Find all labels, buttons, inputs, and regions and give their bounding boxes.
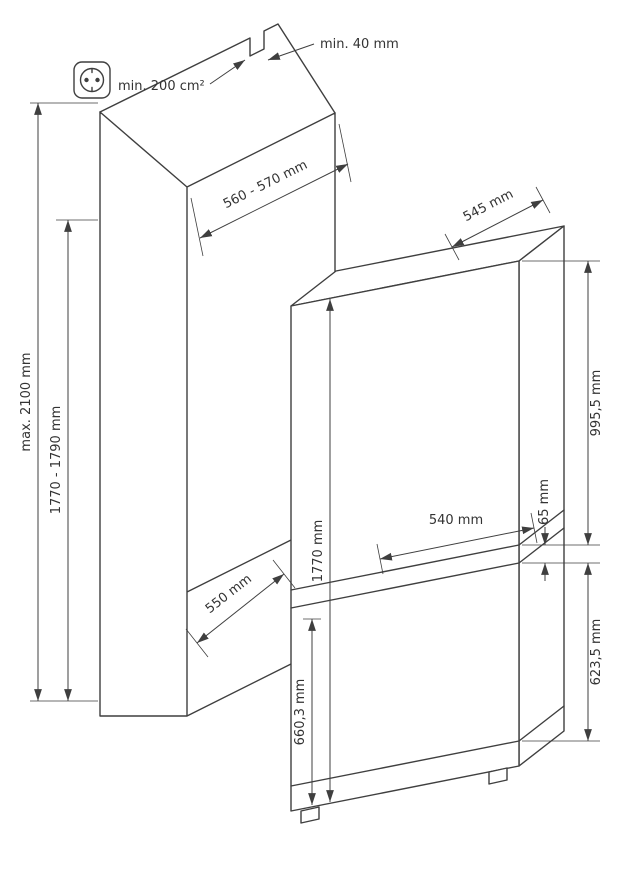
dimension-label: 545 mm xyxy=(461,187,516,225)
dimension-niche-depth: 550 mm xyxy=(185,559,296,658)
dimension-line xyxy=(196,573,285,644)
dimension-label: 1770 - 1790 mm xyxy=(49,406,64,515)
dimension-vent-area: min. 200 cm² xyxy=(118,59,246,94)
dimension-line xyxy=(199,163,349,239)
dimension-label: min. 200 cm² xyxy=(118,79,205,94)
fridge-plinth-line xyxy=(290,705,565,787)
power-socket-icon xyxy=(73,61,111,99)
fridge-door-gap-lines xyxy=(290,509,565,609)
dimension-appliance-height: 1770 mm xyxy=(311,299,334,802)
dimension-label: 65 mm xyxy=(537,479,552,525)
dimension-label: min. 40 mm xyxy=(320,37,399,52)
dimension-appliance-width: 540 mm xyxy=(376,512,538,575)
dimension-label: 550 mm xyxy=(203,572,255,617)
dimension-upper-door-panel: 995,5 mm xyxy=(522,260,604,546)
dimension-niche-width: 560 - 570 mm xyxy=(190,123,352,257)
dimension-label: max. 2100 mm xyxy=(19,352,34,451)
dimension-label: 1770 mm xyxy=(311,520,326,583)
extension-lines xyxy=(190,123,352,257)
dimension-lower-door-panel: 623,5 mm xyxy=(522,563,604,742)
fridge xyxy=(290,225,565,824)
dimension-lower-door-height: 660,3 mm xyxy=(293,618,321,805)
dimension-max-height: max. 2100 mm xyxy=(19,102,98,702)
dimension-label: 995,5 mm xyxy=(589,370,604,437)
dimension-line xyxy=(451,199,544,248)
socket-hole-left xyxy=(84,77,89,83)
dimension-label: 540 mm xyxy=(429,513,483,528)
dimension-niche-height: 1770 - 1790 mm xyxy=(49,219,98,701)
dimension-line xyxy=(379,526,535,561)
dimension-label: 623,5 mm xyxy=(589,619,604,686)
dimension-label: 560 - 570 mm xyxy=(221,158,310,212)
dimension-top-gap: min. 40 mm xyxy=(267,37,399,61)
extension-lines xyxy=(30,102,98,702)
dimension-label: 660,3 mm xyxy=(293,679,308,746)
socket-hole-right xyxy=(95,77,100,83)
leader-arrow xyxy=(267,43,315,61)
leader-arrow xyxy=(209,59,246,85)
cabinet-top-vent-cutout xyxy=(99,23,336,114)
socket-plate xyxy=(73,61,111,99)
fridge-feet xyxy=(300,767,508,824)
